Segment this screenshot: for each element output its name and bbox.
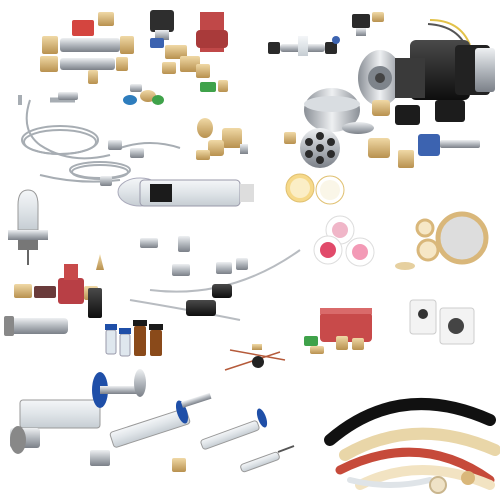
hplc-pump-motor — [358, 19, 495, 125]
syringes — [10, 369, 295, 473]
vials-and-caps — [105, 320, 163, 357]
deuterium-lamp — [117, 177, 254, 207]
fittings-and-valves — [40, 12, 134, 84]
stainless-tubing-coils — [18, 92, 181, 186]
ferrules-and-nuts — [150, 10, 228, 78]
filter-discs — [395, 211, 489, 270]
colored-nuts — [123, 80, 228, 105]
red-valve — [4, 254, 104, 336]
capillary-fittings — [129, 236, 301, 321]
capillaries — [224, 344, 286, 371]
fitting-assortment — [284, 88, 480, 168]
union-fitting — [268, 12, 384, 56]
flow-cells — [409, 299, 475, 345]
peek-fittings — [196, 118, 248, 160]
solvent-cap — [304, 308, 372, 354]
halogen-lamp — [8, 189, 48, 265]
tubing-bundle — [324, 398, 500, 494]
syringe-filters — [285, 173, 375, 267]
